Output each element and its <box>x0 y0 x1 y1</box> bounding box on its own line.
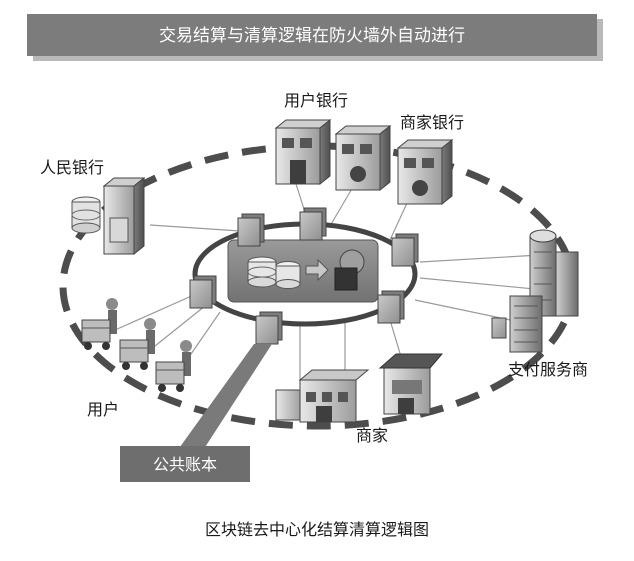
central-bank-label: 人民银行 <box>40 158 104 177</box>
ledger-node-4 <box>189 275 217 309</box>
shopping-cart-icon <box>155 340 192 392</box>
ledger-node-1 <box>237 213 265 247</box>
merchant-bank-group: 商家银行 <box>396 113 464 206</box>
bank-building-icon <box>102 176 146 256</box>
banner-background <box>27 14 597 56</box>
arrow-right-icon <box>305 258 329 282</box>
title-banner: 交易结算与清算逻辑在防火墙外自动进行 <box>27 14 603 61</box>
connection-lines <box>114 164 546 380</box>
merchants-label: 商家 <box>356 426 388 445</box>
users-group: 用户 <box>81 298 192 419</box>
link-payment-2 <box>419 277 546 291</box>
ledger-node-6 <box>255 311 283 345</box>
payment-provider-group: 支付服务商 <box>491 229 588 379</box>
bank-building-icon <box>274 118 332 186</box>
ledger-node-2 <box>299 207 327 241</box>
database-icon <box>247 256 301 289</box>
callout-label: 公共账本 <box>153 455 217 474</box>
figure-caption: 区块链去中心化结算清算逻辑图 <box>205 520 429 539</box>
callout-box <box>120 446 250 482</box>
callout-pointer <box>172 344 272 458</box>
ledger-nodes <box>189 207 419 345</box>
link-payment-1 <box>419 254 541 263</box>
shopping-cart-icon <box>119 318 156 370</box>
shop-building-icon <box>275 369 370 423</box>
office-tower-icon <box>509 295 543 353</box>
public-ledger-callout: 公共账本 <box>120 344 272 482</box>
central-bank-group: 人民银行 <box>40 158 146 256</box>
user-bank-label: 用户银行 <box>284 91 348 110</box>
transaction-block-icon <box>334 249 365 291</box>
bank-building-icon <box>334 124 392 192</box>
document-icon <box>491 317 507 339</box>
users-label: 用户 <box>87 400 119 419</box>
office-tower-icon <box>529 229 579 317</box>
link-payment-3 <box>414 299 511 321</box>
link-user-2 <box>149 301 211 351</box>
ledger-node-5 <box>377 290 405 324</box>
bank-building-icon <box>396 138 454 206</box>
database-icon <box>71 196 101 234</box>
user-bank-group: 用户银行 <box>274 91 392 192</box>
shop-building-icon <box>378 353 444 415</box>
payment-provider-label: 支付服务商 <box>508 360 588 379</box>
merchants-group: 商家 <box>275 353 444 445</box>
banner-title: 交易结算与清算逻辑在防火墙外自动进行 <box>159 26 465 46</box>
merchant-bank-label: 商家银行 <box>400 113 464 132</box>
public-ledger-center <box>227 239 379 303</box>
shopping-cart-icon <box>81 298 118 350</box>
ledger-node-3 <box>391 233 419 267</box>
